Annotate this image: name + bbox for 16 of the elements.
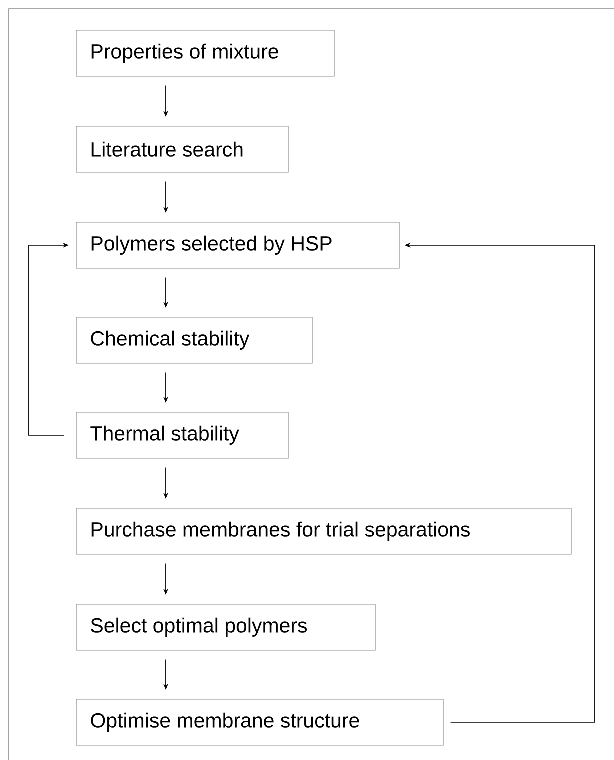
process-box — [76, 30, 335, 77]
box-label: Thermal stability — [90, 426, 240, 445]
process-box — [76, 699, 444, 746]
process-box — [76, 317, 313, 364]
box-label: Literature search — [92, 142, 243, 157]
process-box — [76, 412, 289, 459]
box-label: Chemical stability — [91, 330, 250, 350]
process-box — [76, 126, 289, 173]
box-label: Purchase membranes for trial separations — [92, 522, 470, 541]
process-box — [76, 222, 400, 269]
box-label: Properties of mixture — [92, 44, 278, 63]
box-label: Select optimal polymers — [91, 618, 308, 637]
process-box — [76, 508, 572, 555]
box-label: Polymers selected by HSP — [92, 236, 332, 255]
process-box — [76, 604, 376, 651]
box-label: Optimise membrane structure — [91, 712, 360, 732]
